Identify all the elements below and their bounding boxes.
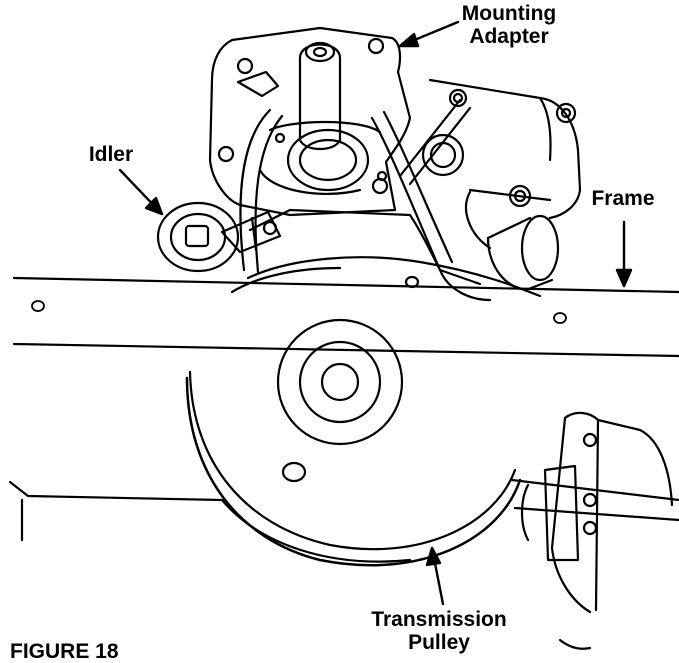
frame-bar <box>12 276 679 358</box>
callout-mounting-adapter: Mounting Adapter <box>461 2 557 48</box>
callout-frame: Frame <box>591 187 655 210</box>
transmission-pulley <box>185 256 542 567</box>
callout-transmission-pulley: Transmission Pulley <box>371 608 507 654</box>
axle-cylinder <box>486 214 560 292</box>
idler-pulley <box>156 201 282 273</box>
figure-number: FIGURE 18 <box>10 640 119 663</box>
leader-arrows <box>118 20 633 606</box>
drive-belt <box>239 98 492 302</box>
callout-idler: Idler <box>88 143 134 166</box>
lower-right-bracket <box>520 411 674 650</box>
mounting-adapter <box>208 26 412 217</box>
lower-frame-rail <box>8 478 679 542</box>
